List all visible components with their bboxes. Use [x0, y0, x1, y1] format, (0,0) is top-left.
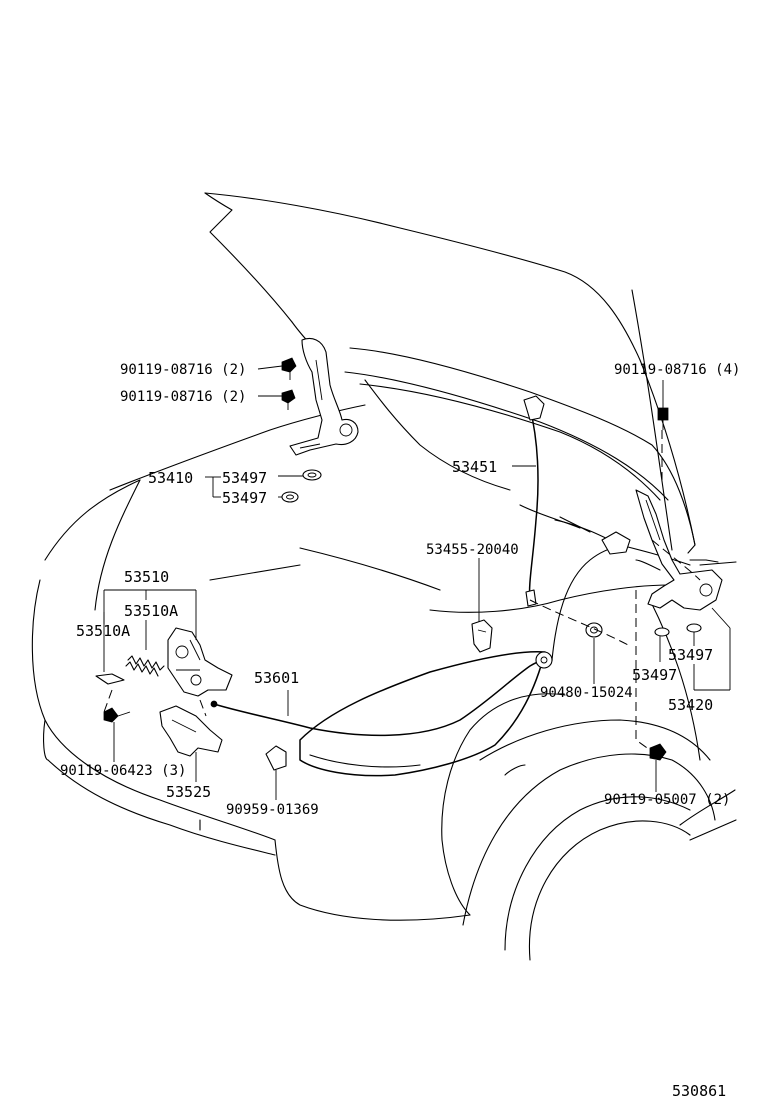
label-lock-sub: 53510	[124, 568, 169, 586]
bolt-fender-icon	[649, 743, 667, 761]
bolt-hinge-mid-icon	[281, 389, 296, 410]
part-labels: 90119-08716 (2) 90119-08716 (2) 90119-08…	[60, 362, 740, 1100]
label-bolt-lock: 90119-06423 (3)	[60, 763, 186, 779]
cushion-icon-1	[302, 469, 322, 481]
hood-support-rod	[523, 395, 545, 607]
label-grommet: 90480-15024	[540, 685, 633, 701]
dashed-guides	[103, 430, 701, 751]
lock-spring	[125, 655, 165, 677]
hood-hinge-right	[635, 489, 723, 611]
label-rod-holder: 53455-20040	[426, 542, 519, 558]
release-cable	[210, 531, 631, 737]
label-bolt-hinge-mid: 90119-08716 (2)	[120, 389, 246, 405]
bolt-lock-icon	[103, 707, 131, 723]
label-hinge-left: 53410	[148, 469, 193, 487]
label-cushion-2: 53497	[222, 489, 267, 507]
bolt-right-top-icon	[657, 407, 669, 430]
label-hinge-right: 53420	[668, 696, 713, 714]
figure-number: 530861	[672, 1082, 726, 1100]
label-support-rod: 53451	[452, 458, 497, 476]
label-lock-support: 53525	[166, 783, 211, 801]
leader-lines	[103, 365, 731, 800]
label-lock-sub-a-left: 53510A	[76, 622, 130, 640]
label-bolt-fender: 90119-05007 (2)	[604, 792, 730, 808]
bolt-hinge-top-icon	[281, 357, 297, 380]
label-cushion-1: 53497	[222, 469, 267, 487]
rod-holder	[471, 619, 493, 653]
label-bolt-hinge-top: 90119-08716 (2)	[120, 362, 246, 378]
lock-support	[159, 705, 223, 757]
cushion-icon-2	[281, 491, 299, 503]
cable-clip	[265, 745, 287, 771]
hood-lock	[167, 627, 233, 697]
grommet	[585, 622, 603, 638]
label-release-cable: 53601	[254, 669, 299, 687]
hood-hinge-left	[289, 337, 359, 456]
label-lock-sub-a: 53510A	[124, 602, 178, 620]
label-cushion-right-2: 53497	[632, 666, 677, 684]
lock-pad	[95, 673, 125, 685]
label-cushion-right-1: 53497	[668, 646, 713, 664]
label-bolt-right-top: 90119-08716 (4)	[614, 362, 740, 378]
car-body-outline	[31, 192, 737, 961]
cushion-right-icon-1	[654, 627, 670, 637]
cushion-right-icon-2	[686, 623, 702, 633]
label-clip: 90959-01369	[226, 802, 319, 818]
